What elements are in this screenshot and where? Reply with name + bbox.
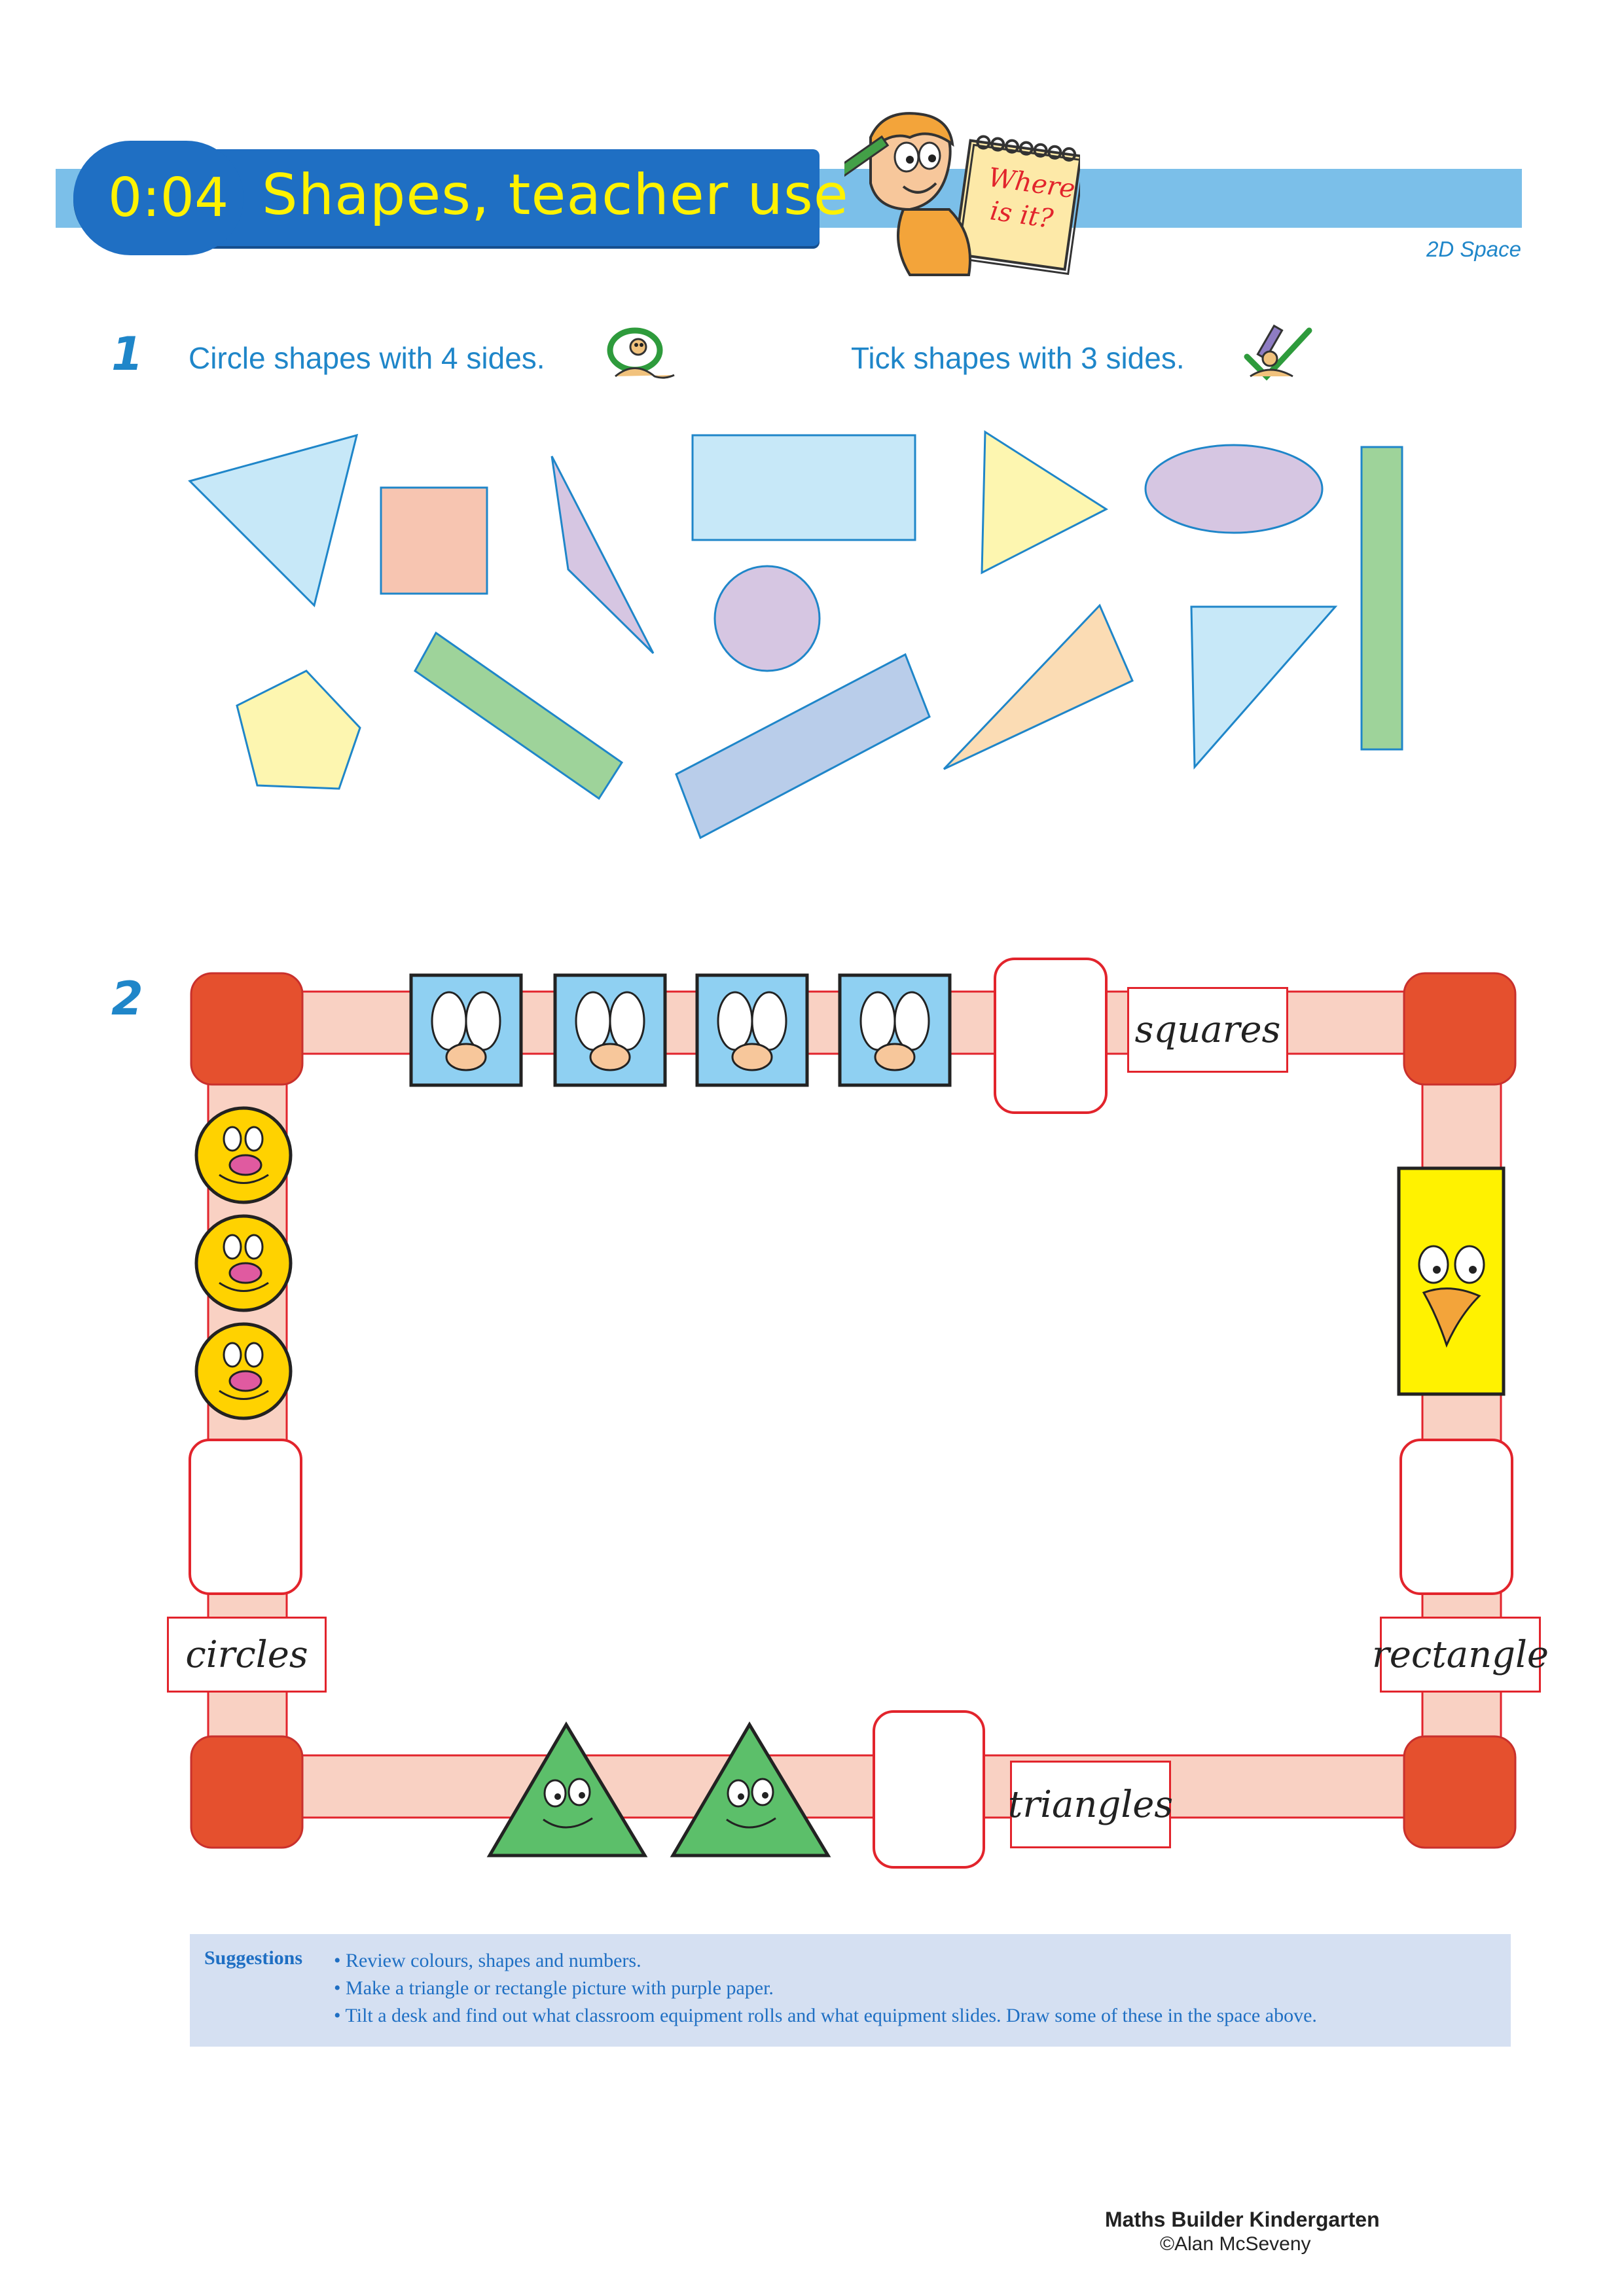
suggestions-list: Review colours, shapes and numbers. Make…	[334, 1947, 1317, 2030]
question-1-number: 1	[111, 327, 143, 381]
triangle-shape	[981, 430, 1109, 575]
suggestions-box: Suggestions Review colours, shapes and n…	[190, 1934, 1511, 2047]
empty-box-bottom	[873, 1710, 985, 1869]
suggestions-title: Suggestions	[204, 1947, 303, 1969]
triangle-shape	[188, 433, 359, 607]
triangle-shape	[943, 603, 1134, 770]
question-1-instruction-tick: Tick shapes with 3 sides.	[851, 341, 1185, 375]
rectangle-shape	[691, 434, 916, 541]
triangle-face	[486, 1721, 648, 1857]
slanted-rectangle-shape	[675, 653, 931, 840]
square-shape	[380, 486, 488, 595]
page-title: Shapes, teacher use	[262, 162, 849, 228]
corner-bottom-left	[190, 1735, 304, 1849]
rectangle-face	[1397, 1166, 1506, 1396]
suggestion-item: Make a triangle or rectangle picture wit…	[334, 1975, 1317, 2002]
section-label: 2D Space	[1426, 237, 1521, 261]
footer-credit: ©Alan McSeveny	[1160, 2233, 1311, 2255]
square-face	[838, 973, 952, 1087]
circle-shape	[713, 565, 821, 672]
pentagon-shape	[236, 670, 361, 790]
triangle-face	[670, 1721, 831, 1857]
header-pill-cap	[73, 141, 244, 255]
label-triangles: triangles	[1008, 1761, 1173, 1848]
shapes-area	[188, 430, 1403, 840]
corner-top-right	[1403, 972, 1517, 1086]
question-1-instruction-circle: Circle shapes with 4 sides.	[189, 341, 545, 375]
activity-code: 0:04	[108, 167, 229, 229]
square-face	[409, 973, 523, 1087]
question-2-number: 2	[111, 972, 143, 1026]
slanted-rectangle-shape	[414, 631, 624, 800]
worm-circle-icon	[607, 327, 675, 379]
circle-face	[194, 1322, 293, 1420]
corner-top-left	[190, 972, 304, 1086]
oval-shape	[1144, 444, 1324, 534]
triangle-shape	[1190, 605, 1338, 770]
square-face	[695, 973, 809, 1087]
empty-box-top	[994, 958, 1108, 1114]
shape-path-board	[189, 958, 1517, 1869]
suggestion-item: Tilt a desk and find out what classroom …	[334, 2002, 1316, 2030]
footer-book-title: Maths Builder Kindergarten	[1105, 2208, 1380, 2231]
square-face	[553, 973, 667, 1087]
circle-face	[194, 1214, 293, 1312]
label-rectangle: rectangle	[1372, 1617, 1549, 1693]
label-circles: circles	[167, 1617, 327, 1693]
suggestion-item: Review colours, shapes and numbers.	[334, 1947, 1317, 1975]
label-squares: squares	[1127, 987, 1288, 1073]
path-bottom	[267, 1754, 1448, 1819]
empty-box-right	[1399, 1439, 1513, 1595]
empty-box-left	[189, 1439, 302, 1595]
mascot-illustration: Where is it?	[844, 112, 1080, 276]
corner-bottom-right	[1403, 1735, 1517, 1849]
tall-rectangle-shape	[1360, 446, 1403, 751]
circle-face	[194, 1106, 293, 1204]
thin-triangle-shape	[550, 456, 655, 655]
worm-tick-icon	[1244, 324, 1312, 381]
